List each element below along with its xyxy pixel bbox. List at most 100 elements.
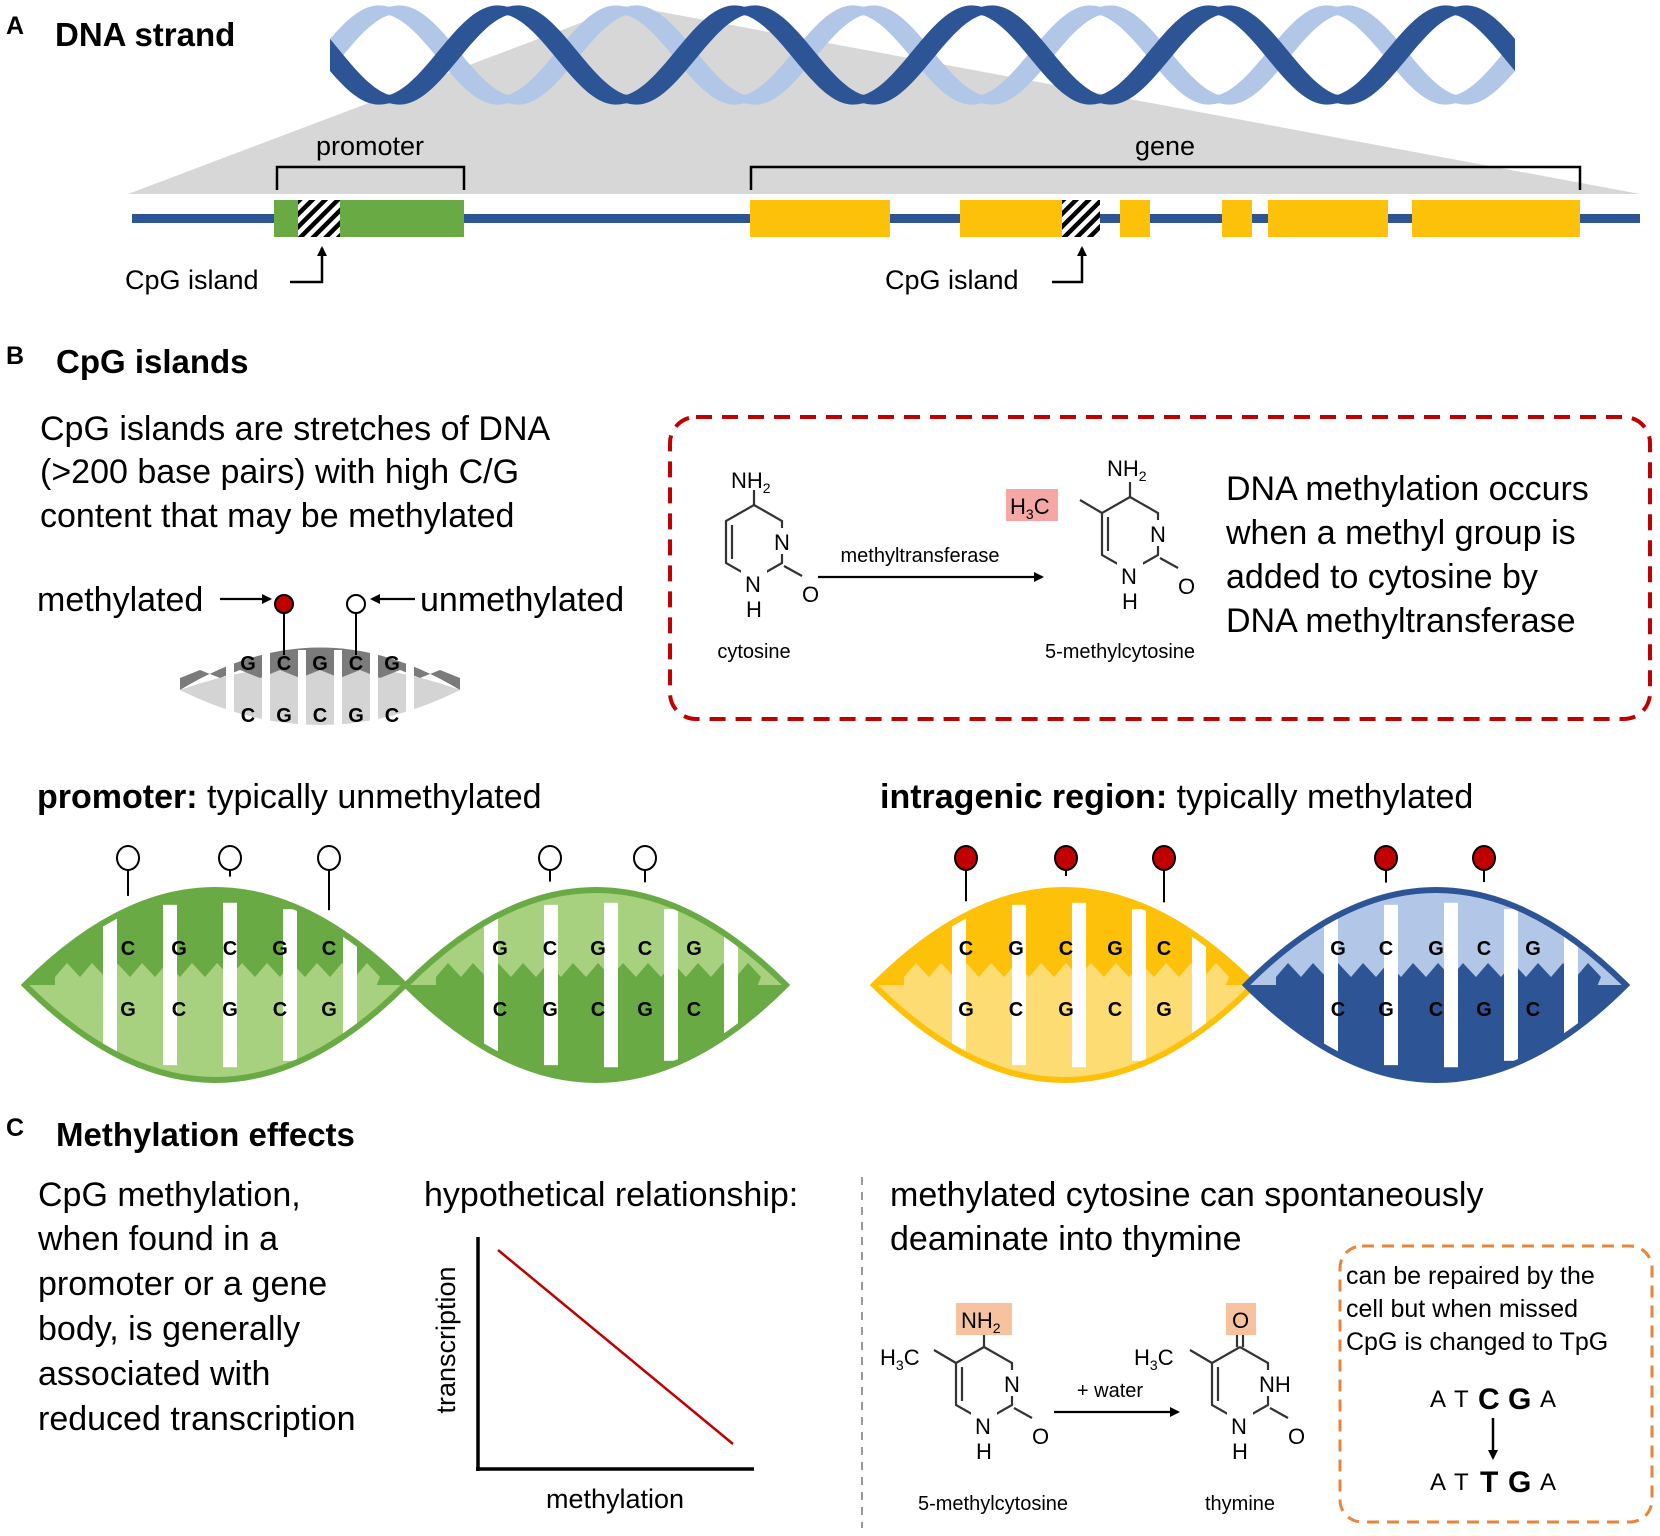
segment-rung bbox=[544, 904, 558, 1066]
green-segment-1: C G C G C G C G C G bbox=[20, 845, 410, 1083]
cytosine-structure: NH2 N N H O cytosine bbox=[717, 468, 819, 663]
cytosine-n3: N bbox=[774, 530, 790, 555]
segment-rung bbox=[484, 916, 498, 1054]
panel-c-title: Methylation effects bbox=[56, 1116, 355, 1153]
yellow-bottom-base-3: G bbox=[1058, 999, 1074, 1021]
segment-rung bbox=[103, 916, 117, 1054]
deamination-reactant-structure: NH2 H3C N N H O 5-methylcytosine bbox=[880, 1303, 1068, 1515]
thymine-n1: N bbox=[1231, 1414, 1247, 1439]
small-top-base-5: G bbox=[384, 653, 400, 675]
gene-bracket bbox=[749, 165, 1582, 190]
small-bottom-strand bbox=[180, 665, 460, 725]
cpg-pin bbox=[538, 845, 562, 871]
cpg-description-line-2: (>200 base pairs) with high C/G bbox=[40, 453, 519, 491]
segment-rung bbox=[1072, 902, 1086, 1068]
methylation-text-line-1: DNA methylation occurs bbox=[1226, 470, 1589, 508]
segment-rung bbox=[1564, 926, 1578, 1044]
reactant-o: O bbox=[1032, 1424, 1049, 1449]
plot-y-label: transcription bbox=[431, 1266, 461, 1413]
yellow-top-base-1: C bbox=[959, 938, 973, 960]
green1-top-base-5: C bbox=[322, 938, 336, 960]
cpg-pin bbox=[116, 845, 140, 871]
exon-1 bbox=[750, 200, 890, 237]
reactant-h: H bbox=[976, 1439, 992, 1464]
segment-rung bbox=[1012, 904, 1026, 1066]
segment-zigzag bbox=[55, 963, 380, 989]
methylated-pin bbox=[274, 594, 294, 614]
reactant-nh2: NH2 bbox=[961, 1308, 1001, 1336]
panel-b-letter: B bbox=[6, 342, 24, 370]
effect-line-2: when found in a bbox=[37, 1220, 278, 1258]
segment-outline bbox=[401, 887, 791, 1083]
green2-top-base-3: G bbox=[590, 938, 606, 960]
segment-rung bbox=[223, 902, 237, 1068]
deamination-line-2: deaminate into thymine bbox=[890, 1220, 1242, 1258]
methylcytosine-o: O bbox=[1178, 574, 1195, 599]
cpg-pointer-left bbox=[290, 246, 327, 284]
methylcytosine-n1: N bbox=[1121, 564, 1137, 589]
small-top-base-2: C bbox=[277, 653, 291, 675]
small-top-base-3: G bbox=[312, 653, 328, 675]
segment-outline bbox=[1241, 887, 1631, 1083]
water-label: + water bbox=[1077, 1380, 1143, 1402]
reactant-n3: N bbox=[1004, 1372, 1020, 1397]
blue-bottom-base-1: C bbox=[1331, 999, 1345, 1021]
yellow-bottom-base-1: G bbox=[958, 999, 974, 1021]
small-rung bbox=[262, 650, 270, 728]
cpg-pin bbox=[1152, 845, 1176, 871]
promoter-cpg-island bbox=[298, 200, 340, 237]
yellow-top-base-5: C bbox=[1157, 938, 1171, 960]
thymine-methyl: H3C bbox=[1134, 1345, 1174, 1373]
panel-a-letter: A bbox=[6, 12, 24, 40]
deamination-reactant-name: 5-methylcytosine bbox=[918, 1493, 1068, 1515]
thymine-o2: O bbox=[1288, 1424, 1305, 1449]
effect-line-4: body, is generally bbox=[38, 1310, 300, 1348]
cytosine-nh2: NH2 bbox=[731, 468, 771, 496]
oxygen-highlight bbox=[1226, 1303, 1256, 1335]
segment-rung bbox=[952, 916, 966, 1054]
cpg-pin bbox=[317, 845, 341, 871]
seq-before-c: C bbox=[1478, 1383, 1500, 1416]
cytosine-h: H bbox=[746, 597, 762, 622]
hypothetical-plot: methylation transcription bbox=[431, 1237, 754, 1514]
helix-strand-dark bbox=[330, 5, 1515, 105]
thymine-structure: O H3C NH N H O thymine bbox=[1134, 1303, 1305, 1515]
yellow-bottom-base-2: C bbox=[1009, 999, 1023, 1021]
segment-rung bbox=[1444, 902, 1458, 1068]
sequence-before: A T C G A bbox=[1430, 1383, 1556, 1416]
thymine-name: thymine bbox=[1205, 1493, 1275, 1515]
small-cpg-diagram: G C G C G C G C G C bbox=[180, 594, 460, 728]
methylation-text-line-2: when a methyl group is bbox=[1225, 514, 1576, 552]
exon-6 bbox=[1412, 200, 1580, 237]
cpg-description-line-3: content that may be methylated bbox=[40, 497, 514, 535]
green2-top-base-1: G bbox=[492, 938, 508, 960]
seq-after-a2: A bbox=[1540, 1469, 1556, 1496]
small-rung bbox=[370, 650, 378, 728]
sequence-after: A T T G A bbox=[1430, 1466, 1556, 1499]
exon-5 bbox=[1268, 200, 1388, 237]
exon-3 bbox=[1120, 200, 1150, 237]
gene-label: gene bbox=[1135, 131, 1195, 161]
methyltransferase-label: methyltransferase bbox=[841, 545, 1000, 567]
panel-c-letter: C bbox=[6, 1114, 24, 1142]
blue-top-base-4: C bbox=[1477, 938, 1491, 960]
green2-bottom-base-5: C bbox=[687, 999, 701, 1021]
green1-bottom-base-1: G bbox=[120, 999, 136, 1021]
small-bottom-base-5: C bbox=[385, 705, 399, 727]
methyl-highlight bbox=[1006, 489, 1058, 521]
small-top-strand bbox=[180, 647, 460, 690]
small-rung bbox=[226, 650, 234, 728]
methylcytosine-h: H bbox=[1122, 589, 1138, 614]
green1-bottom-base-3: G bbox=[222, 999, 238, 1021]
methylation-text-line-4: DNA methyltransferase bbox=[1226, 602, 1576, 640]
panel-a-title: DNA strand bbox=[55, 16, 235, 53]
cpg-pin bbox=[218, 845, 242, 871]
panel-b-title: CpG islands bbox=[56, 343, 249, 380]
green1-bottom-base-2: C bbox=[172, 999, 186, 1021]
panel-a: A DNA strand promoter gene CpG island Cp… bbox=[6, 5, 1640, 295]
methylated-label: methylated bbox=[37, 581, 203, 619]
blue-top-base-1: G bbox=[1330, 938, 1346, 960]
cpg-pin bbox=[1054, 845, 1078, 871]
green2-top-base-2: C bbox=[543, 938, 557, 960]
